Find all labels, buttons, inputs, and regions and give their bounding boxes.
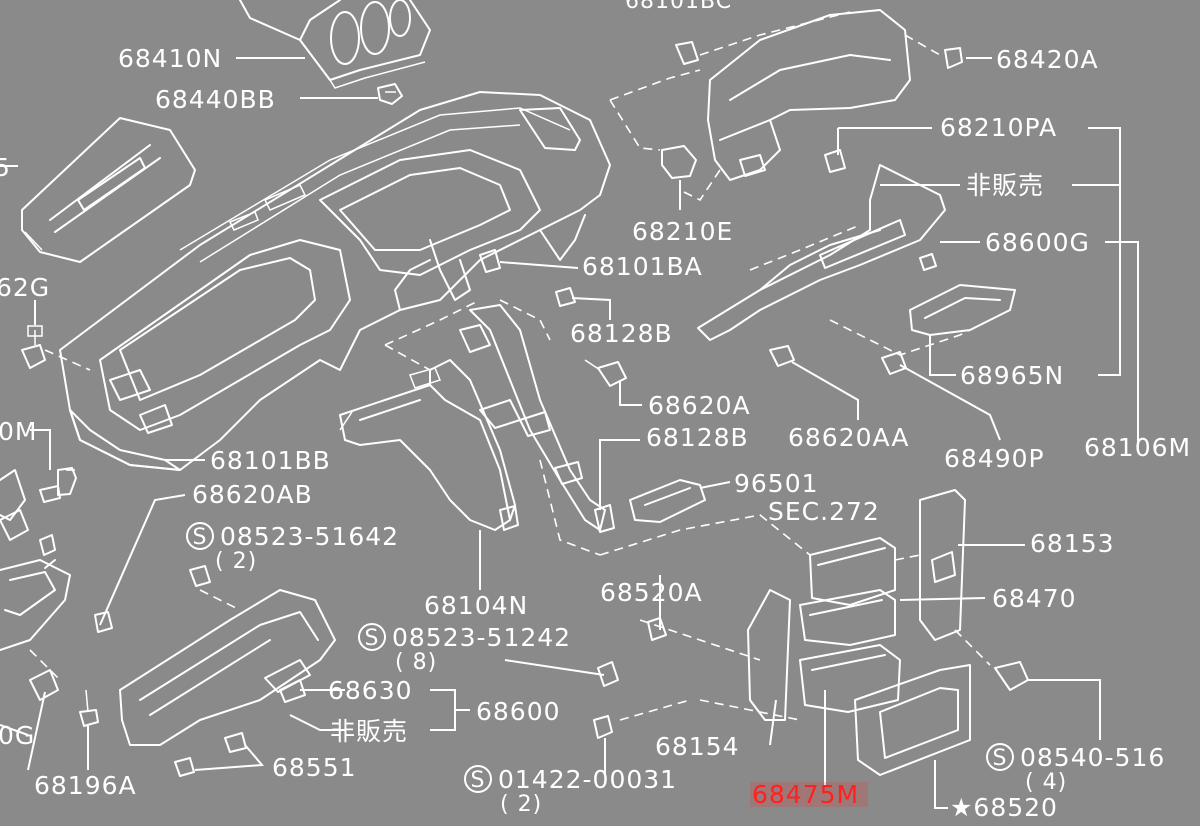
label-cut-left-62g: 62G: [0, 273, 50, 302]
label-68520a: 68520A: [600, 578, 703, 607]
s-mark-1: S: [193, 525, 208, 550]
clip-68128b-drawing: [555, 287, 576, 307]
label-cut-left-5: 5: [0, 153, 11, 182]
lower-right-panel-drawing: [697, 149, 1016, 375]
label-68490p: 68490P: [944, 444, 1045, 473]
label-sec272: SEC.272: [768, 497, 880, 526]
label-68106m: 68106M: [1084, 433, 1191, 462]
latch-68551-drawing: [174, 732, 247, 777]
label-01422-00031: 01422-00031: [498, 765, 677, 794]
label-not-for-sale-1: 非販売: [966, 171, 1044, 200]
label-68965n: 68965N: [960, 361, 1064, 390]
label-08540-516: 08540-516: [1020, 743, 1165, 772]
assembly-dash-lines: [29, 11, 1011, 721]
meter-hood-drawing: [239, 0, 431, 89]
label-68153: 68153: [1030, 529, 1115, 558]
label-cut-left-0g: 0G: [0, 721, 35, 750]
label-68440bb: 68440BB: [155, 85, 276, 114]
label-68410n: 68410N: [118, 44, 222, 73]
s-marks: S S S S: [186, 522, 1014, 793]
label-68520: ★68520: [950, 793, 1058, 822]
label-96501: 96501: [734, 469, 819, 498]
lower-left-panel-drawing: [0, 469, 71, 701]
highlight-68475m-box: [750, 782, 868, 807]
audio-stack-drawing: [593, 489, 1029, 776]
leader-lines: [0, 57, 1139, 809]
label-68551: 68551: [272, 753, 357, 782]
label-68101bc-cut: 68101BC: [625, 0, 732, 14]
clip-68210e-drawing: [661, 145, 697, 179]
label-68620a: 68620A: [648, 391, 751, 420]
label-08540-516-qty: ( 4): [1025, 770, 1067, 795]
instrument-panel-drawing: [59, 91, 611, 471]
label-68154: 68154: [655, 732, 740, 761]
s-mark-4: S: [993, 746, 1008, 771]
label-cut-left-0m: 0M: [0, 417, 37, 446]
label-68620ab: 68620AB: [192, 480, 313, 509]
label-not-for-sale-2: 非販売: [330, 717, 408, 746]
label-68600g: 68600G: [985, 228, 1090, 257]
label-08523-51642: 08523-51642: [220, 522, 399, 551]
label-68128b-2: 68128B: [646, 423, 749, 452]
clip-68101ba-drawing: [479, 249, 501, 273]
bolt-62g-drawing: [21, 325, 46, 369]
label-68420a: 68420A: [996, 45, 1099, 74]
label-68630: 68630: [328, 676, 413, 705]
label-68196a: 68196A: [34, 771, 137, 800]
label-68128b-1: 68128B: [570, 319, 673, 348]
switch-96501-drawing: [629, 479, 706, 523]
glove-box-drawing: [94, 565, 336, 746]
cluster-lid-drawing: [707, 9, 963, 181]
s-mark-3: S: [471, 768, 486, 793]
screw-68196a-drawing: [79, 689, 99, 727]
screw-68620aa-drawing: [769, 345, 795, 367]
label-68470: 68470: [992, 584, 1077, 613]
s-mark-2: S: [365, 626, 380, 651]
label-68600: 68600: [476, 697, 561, 726]
screw-68620a-drawing: [584, 359, 627, 387]
clip-68440bb-drawing: [377, 83, 403, 105]
label-68101bb: 68101BB: [210, 446, 331, 475]
label-08523-51242: 08523-51242: [392, 623, 571, 652]
clip-0m-drawing: [39, 467, 77, 503]
label-08523-51242-qty: ( 8): [395, 650, 437, 675]
label-68104n: 68104N: [424, 591, 528, 620]
label-68210pa: 68210PA: [940, 113, 1057, 142]
label-68620aa: 68620AA: [788, 423, 909, 452]
label-68101ba: 68101BA: [582, 252, 703, 281]
clip-top-drawing: [675, 41, 699, 65]
defroster-grille-drawing: [21, 117, 196, 263]
label-08523-51642-qty: ( 2): [215, 549, 257, 574]
label-68210e: 68210E: [632, 217, 733, 246]
label-68475m: 68475M: [752, 780, 859, 809]
label-01422-00031-qty: ( 2): [500, 792, 542, 817]
